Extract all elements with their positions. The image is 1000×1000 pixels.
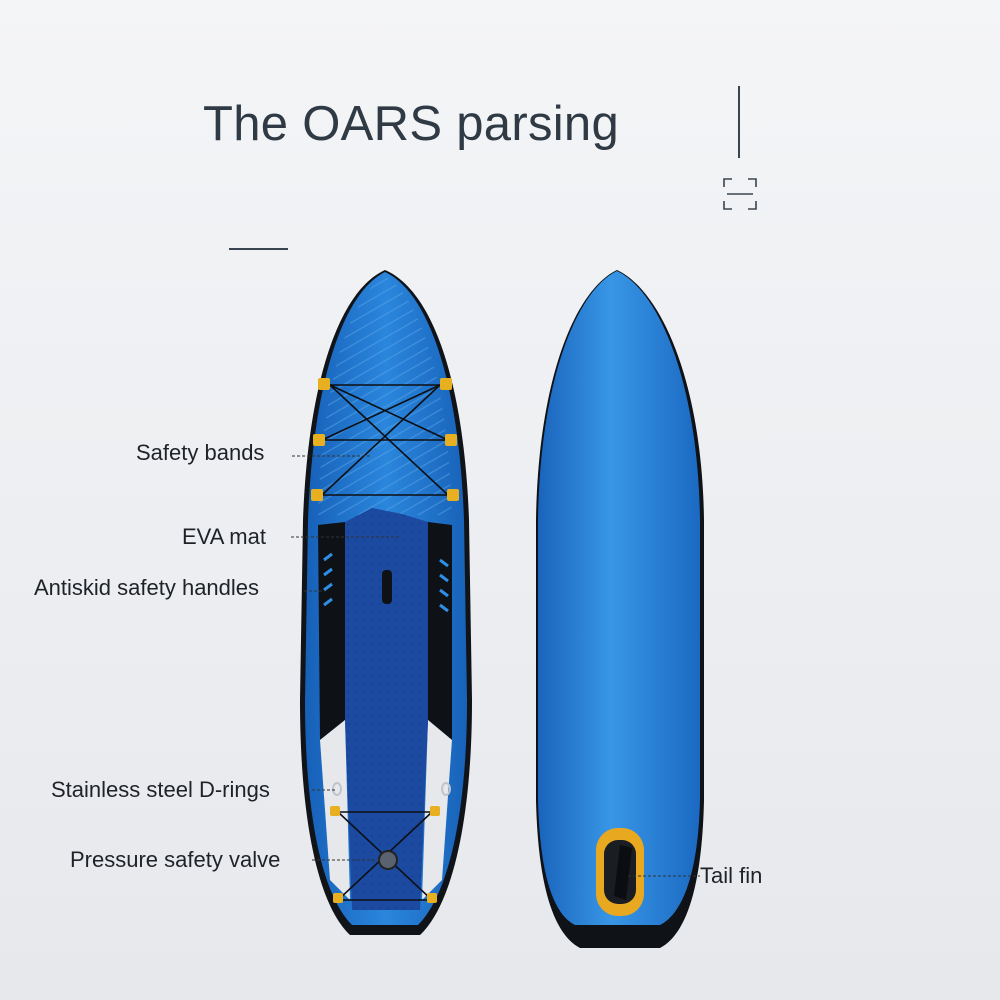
label-d-rings: Stainless steel D-rings — [51, 777, 270, 802]
decorative-vertical-line — [738, 86, 740, 158]
label-safety-bands: Safety bands — [136, 440, 265, 465]
board-deck — [300, 270, 472, 935]
label-eva-mat: EVA mat — [182, 524, 266, 549]
label-pressure-valve: Pressure safety valve — [70, 847, 281, 872]
board-bottom — [536, 270, 704, 948]
label-antiskid-handles: Antiskid safety handles — [34, 575, 260, 600]
label-tail-fin: Tail fin — [700, 863, 763, 888]
page-title: The OARS parsing — [203, 97, 620, 151]
frame-corners-icon — [723, 178, 757, 210]
decorative-horizontal-line — [229, 248, 288, 250]
